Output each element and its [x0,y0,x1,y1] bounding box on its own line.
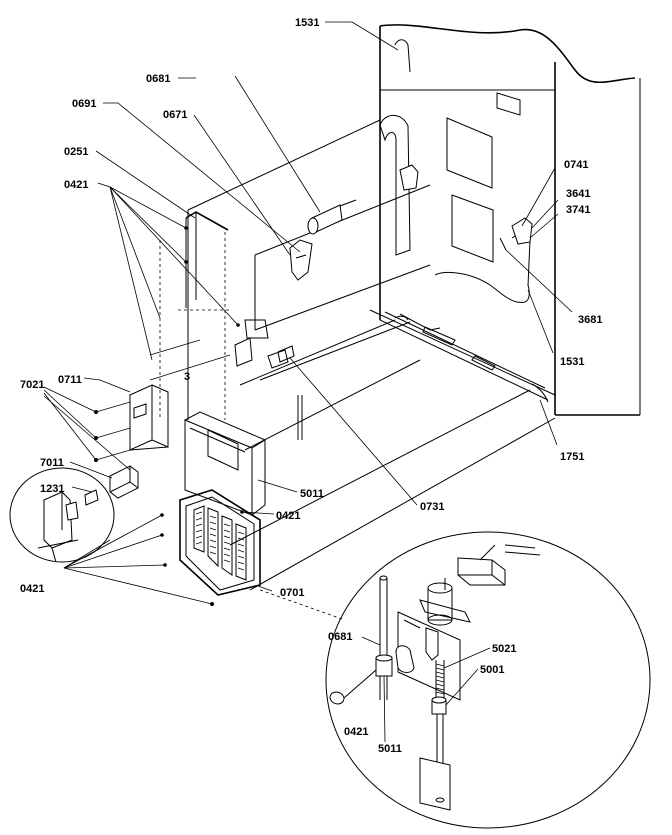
label-0681-top: 0681 [146,73,170,85]
svg-text:3: 3 [184,371,190,383]
label-5001: 5001 [480,664,504,676]
label-0731: 0731 [420,501,444,513]
duct-panel [244,114,533,339]
control-box-5011 [184,411,267,516]
label-0691: 0691 [72,98,96,110]
label-0681-detail: 0681 [328,631,352,643]
part-labels: 1531 0681 0691 0671 0251 0421 0741 3641 … [20,17,602,755]
connector-7011 [109,465,139,499]
grille-vents [193,505,247,581]
label-0701: 0701 [280,587,304,599]
detail-circle-left [9,467,115,563]
label-0671: 0671 [163,109,187,121]
label-0251: 0251 [64,146,88,158]
leader-lines [43,21,573,743]
label-0421-mid: 0421 [276,510,300,522]
label-1531-mid: 1531 [560,356,584,368]
label-7021: 7021 [20,379,44,391]
capillary-tube [277,345,303,440]
label-1531-top: 1531 [295,17,319,29]
label-3741: 3741 [566,204,590,216]
label-0421-left: 0421 [20,583,44,595]
label-0421-top: 0421 [64,179,88,191]
left-panel-assembly: 3 [149,211,289,420]
label-5011-detail: 5011 [378,743,402,755]
label-0741: 0741 [564,159,588,171]
label-7011: 7011 [40,457,64,469]
label-0421-detail: 0421 [344,726,368,738]
detail-circle-right [325,531,651,829]
cabinet-back-panel [369,24,641,416]
label-5011-mid: 5011 [300,488,324,500]
label-3681: 3681 [578,314,602,326]
cabinet-outline [187,119,556,591]
bracket-0711 [94,384,169,462]
label-1231: 1231 [40,483,64,495]
label-0711: 0711 [58,374,82,386]
grille-panel-0701 [160,489,261,606]
label-1751: 1751 [560,451,584,463]
label-3641: 3641 [566,188,590,200]
label-5021: 5021 [492,643,516,655]
